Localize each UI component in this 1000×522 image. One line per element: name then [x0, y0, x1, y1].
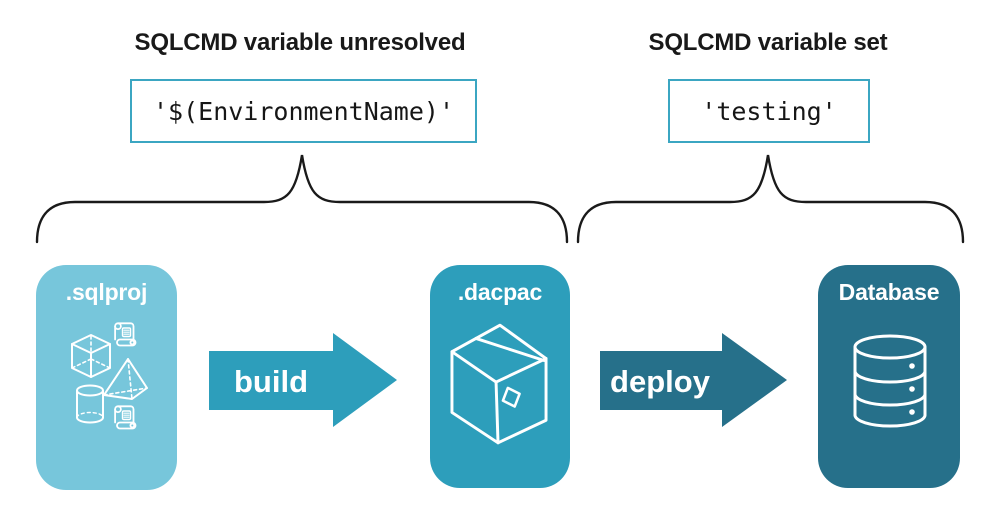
- heading-unresolved: SQLCMD variable unresolved: [134, 29, 466, 56]
- right-brace: [576, 154, 965, 244]
- cylinder-icon: [76, 384, 104, 424]
- node-database: Database: [818, 265, 960, 488]
- scroll-icon: [114, 405, 137, 430]
- scroll-icon: [114, 322, 137, 347]
- package-icon: [450, 323, 548, 445]
- value-box-unresolved: '$(EnvironmentName)': [130, 79, 477, 143]
- value-text-set: 'testing': [701, 96, 837, 126]
- deploy-arrow-label: deploy: [610, 364, 711, 399]
- build-arrow-label: build: [234, 364, 308, 399]
- deploy-arrow: deploy: [600, 333, 787, 427]
- cube-icon: [71, 334, 111, 378]
- build-arrow: build: [209, 333, 397, 427]
- node-database-label: Database: [838, 279, 940, 305]
- node-sqlproj: .sqlproj: [36, 265, 177, 490]
- node-sqlproj-label: .sqlproj: [65, 279, 148, 305]
- pyramid-icon: [103, 358, 148, 400]
- database-icon: [853, 334, 927, 428]
- node-dacpac-label: .dacpac: [457, 279, 543, 305]
- value-box-set: 'testing': [668, 79, 870, 143]
- heading-set: SQLCMD variable set: [648, 29, 888, 56]
- node-dacpac: .dacpac: [430, 265, 570, 488]
- value-text-unresolved: '$(EnvironmentName)': [152, 96, 455, 126]
- left-brace: [35, 154, 569, 244]
